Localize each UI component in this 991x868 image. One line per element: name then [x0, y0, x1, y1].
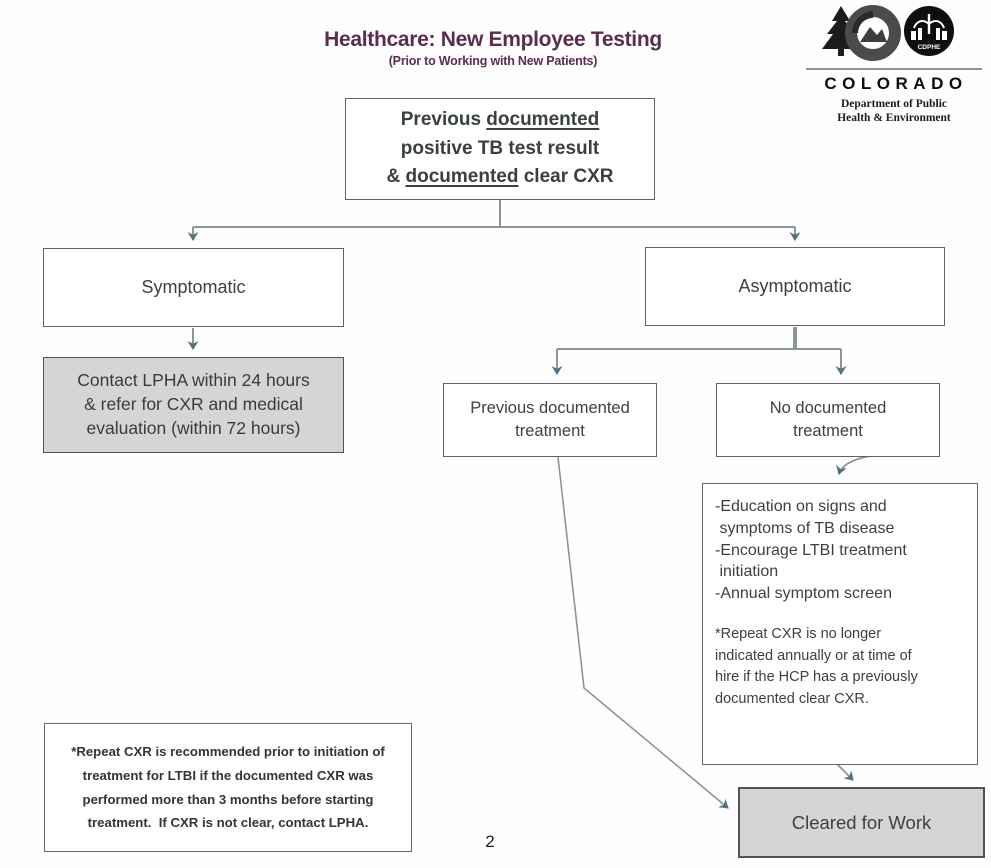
- education-bullet-1b: symptoms of TB disease: [715, 519, 895, 537]
- cdphe-logo: CDPHE COLORADO Department of Public Heal…: [798, 4, 990, 126]
- node-symptomatic: Symptomatic: [43, 248, 344, 327]
- root-line3-underlined: documented: [405, 166, 519, 188]
- logo-dept-name: Department of Public Health & Environmen…: [798, 97, 990, 126]
- footnote-line1: *Repeat CXR is recommended prior to init…: [71, 743, 385, 759]
- node-contact-lpha: Contact LPHA within 24 hours & refer for…: [43, 357, 344, 453]
- node-previous-positive-tb: Previous documented positive TB test res…: [345, 98, 655, 200]
- footnote-line4: treatment. If CXR is not clear, contact …: [87, 815, 369, 831]
- contact-line2: & refer for CXR and medical: [84, 394, 303, 415]
- root-line1-underlined: documented: [486, 109, 600, 131]
- education-bullet-2b: initiation: [715, 563, 779, 581]
- education-bullet-1a: -Education on signs and: [715, 498, 887, 515]
- no-treatment-line1: No documented: [769, 398, 887, 417]
- education-bullet-2a: -Encourage LTBI treatment: [715, 541, 907, 559]
- footnote-line2: treatment for LTBI if the documented CXR…: [82, 767, 374, 783]
- contact-line1: Contact LPHA within 24 hours: [77, 370, 310, 391]
- prev-treatment-line2: treatment: [515, 422, 585, 440]
- node-symptomatic-label: Symptomatic: [141, 277, 246, 297]
- node-contact-lpha-text: Contact LPHA within 24 hours & refer for…: [77, 369, 310, 441]
- node-education: -Education on signs and symptoms of TB d…: [702, 483, 978, 765]
- page-title: Healthcare: New Employee Testing: [324, 28, 662, 51]
- cdphe-badge-text: CDPHE: [918, 44, 941, 51]
- page-subtitle: (Prior to Working with New Patients): [388, 54, 598, 68]
- education-note-line4: documented clear CXR.: [715, 691, 869, 707]
- education-note-line3: hire if the HCP has a previously: [715, 669, 918, 686]
- logo-dept-line1: Department of Public: [840, 98, 948, 110]
- root-line3-post: clear CXR: [518, 166, 614, 188]
- root-line3-pre: &: [386, 166, 406, 188]
- arrow-no-treatment-to-education: [836, 455, 871, 475]
- root-line1-pre: Previous: [400, 109, 487, 131]
- colorado-c-icon: [845, 5, 901, 61]
- logo-divider: [806, 68, 982, 70]
- no-treatment-line2: treatment: [793, 422, 863, 440]
- colorado-logo-art: CDPHE: [822, 5, 954, 61]
- footnote-line3: performed more than 3 months before star…: [82, 791, 374, 807]
- node-previous-positive-tb-text: Previous documented positive TB test res…: [387, 106, 614, 192]
- node-cleared-for-work-label: Cleared for Work: [791, 811, 932, 833]
- logo-org-name: COLORADO: [824, 74, 968, 93]
- contact-line3: evaluation (within 72 hours): [86, 417, 301, 438]
- footnote-repeat-cxr: *Repeat CXR is recommended prior to init…: [44, 723, 412, 852]
- education-bullets: -Education on signs and symptoms of TB d…: [715, 496, 967, 605]
- page-number: 2: [485, 832, 495, 851]
- logo-dept-line2: Health & Environment: [837, 112, 951, 125]
- node-previous-treatment-text: Previous documented treatment: [470, 397, 630, 443]
- education-bullet-3: -Annual symptom screen: [715, 585, 892, 602]
- node-cleared-for-work: Cleared for Work: [738, 787, 985, 858]
- node-no-treatment-text: No documented treatment: [770, 397, 887, 443]
- cdphe-badge-icon: CDPHE: [904, 6, 954, 56]
- education-note-line1: *Repeat CXR is no longer: [715, 625, 882, 642]
- node-previous-treatment: Previous documented treatment: [443, 383, 657, 457]
- education-note-line2: indicated annually or at time of: [715, 647, 912, 664]
- footnote-repeat-cxr-text: *Repeat CXR is recommended prior to init…: [71, 740, 385, 835]
- root-line2: positive TB test result: [400, 137, 600, 159]
- node-no-treatment: No documented treatment: [716, 383, 940, 457]
- education-note: *Repeat CXR is no longer indicated annua…: [715, 624, 967, 711]
- node-asymptomatic-label: Asymptomatic: [738, 276, 852, 296]
- prev-treatment-line1: Previous documented: [470, 398, 630, 417]
- node-asymptomatic: Asymptomatic: [645, 247, 945, 326]
- page-header: Healthcare: New Employee Testing (Prior …: [243, 28, 743, 68]
